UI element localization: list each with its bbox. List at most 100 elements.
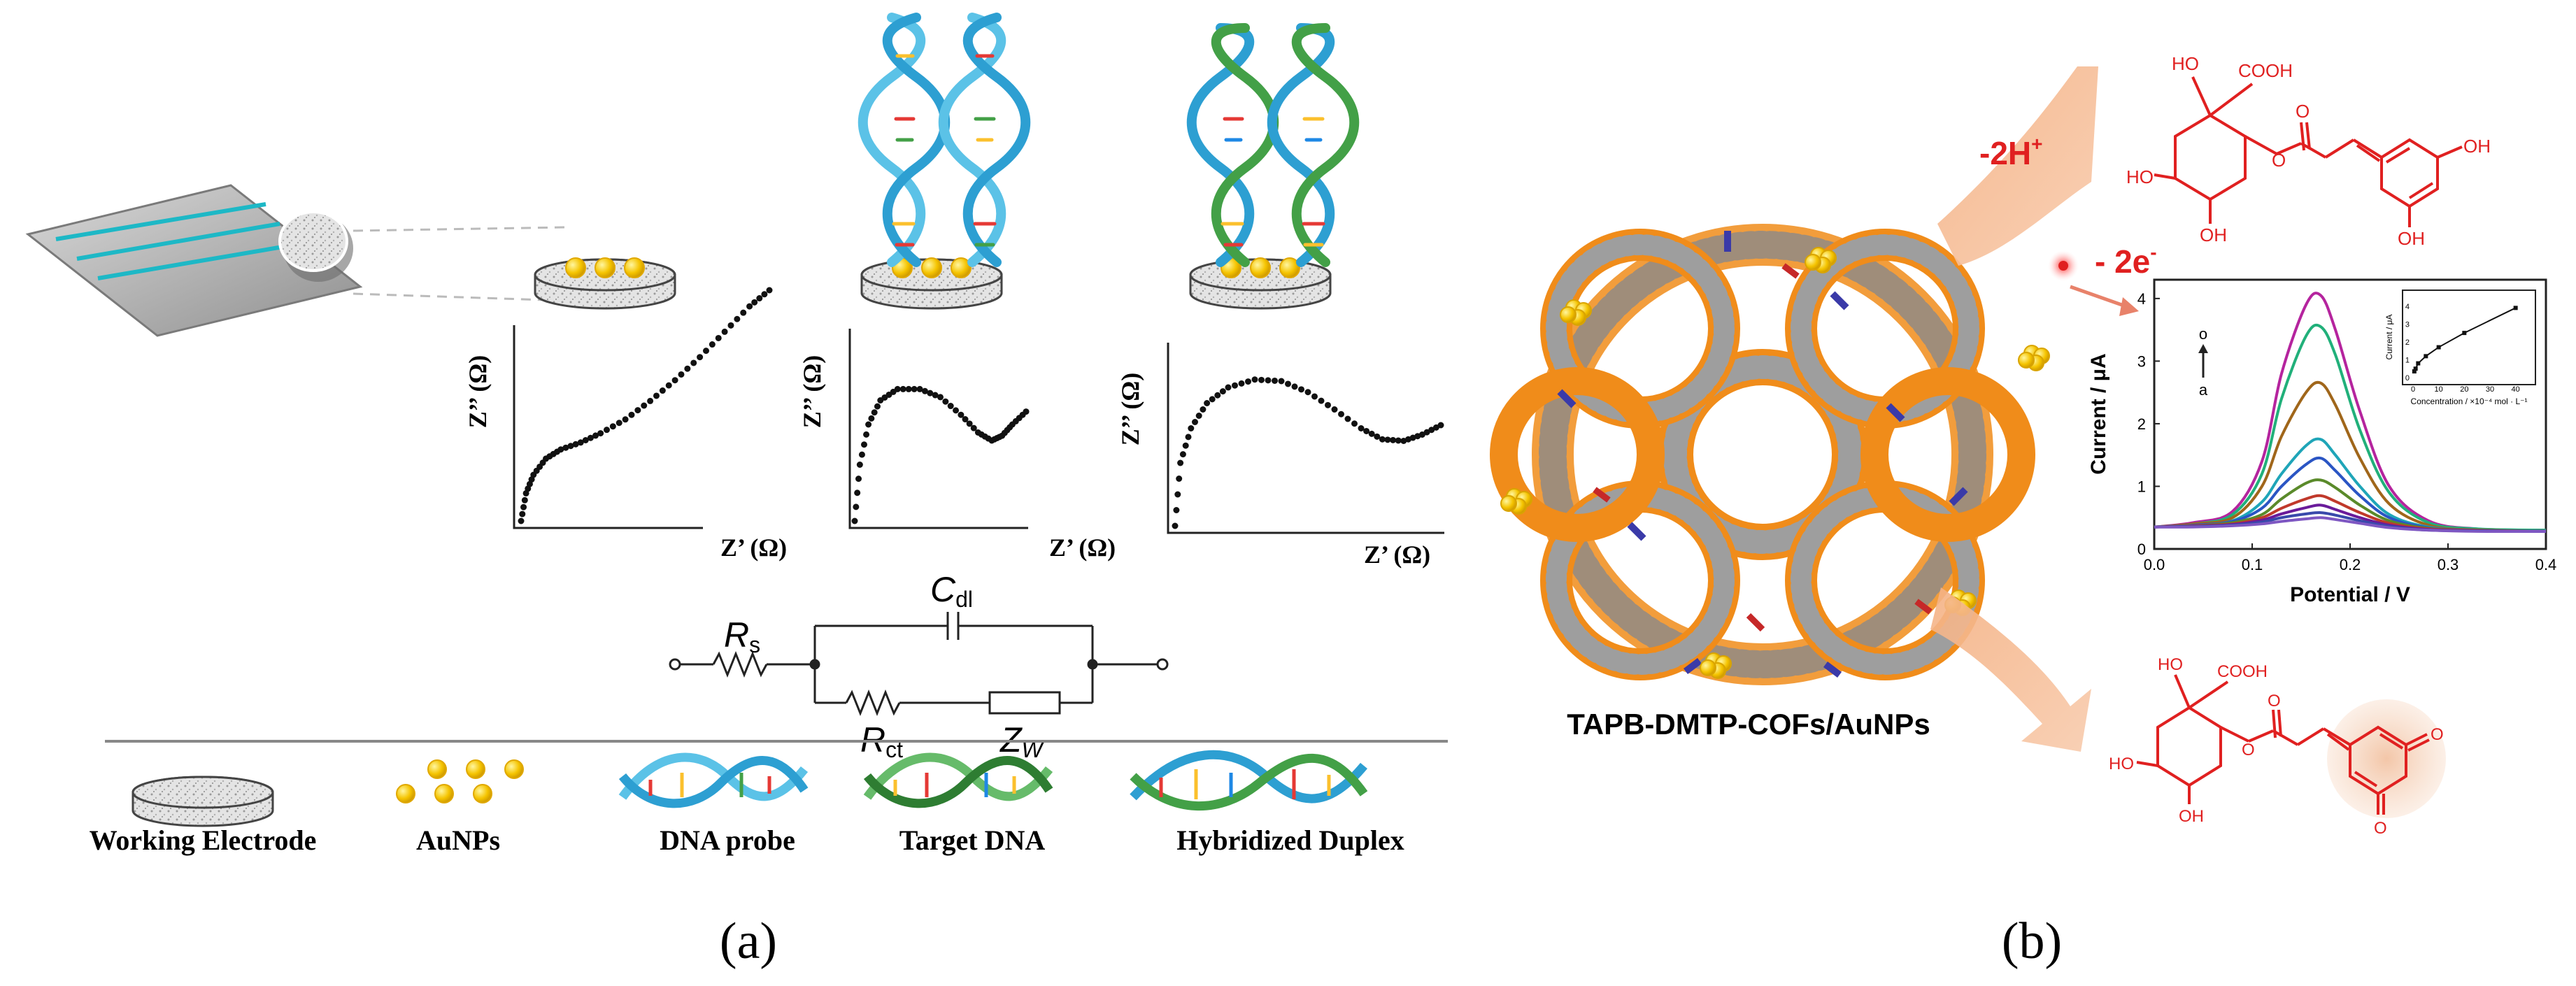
nyquist-2-points	[851, 385, 1030, 524]
legend-target-dna-icon	[863, 752, 1053, 808]
legend-working-electrode: Working Electrode	[90, 824, 317, 856]
nyquist-point	[715, 334, 722, 341]
circuit-labels: Rs Cdl Rct ZW	[724, 570, 1045, 762]
electron-arrow-head	[2119, 297, 2139, 316]
voltammogram-x-label: Potential / V	[2290, 583, 2410, 606]
nyquist-point	[871, 409, 878, 416]
nyquist-point	[1265, 377, 1272, 384]
nyquist-point	[1172, 522, 1179, 529]
nyquist-2-axes	[848, 329, 1028, 529]
nyquist-point	[1179, 451, 1186, 458]
nyquist-point	[1363, 427, 1370, 434]
inset-y-tick: 1	[2405, 356, 2410, 364]
cv-curve	[2154, 292, 2547, 532]
nyquist-point	[962, 416, 969, 423]
hybridized-strands	[1186, 23, 1360, 267]
nyquist-1-y-label: Z’’ (Ω)	[464, 355, 492, 428]
nyquist-point	[1272, 377, 1278, 384]
nyquist-point	[927, 390, 934, 396]
nyquist-point	[597, 430, 604, 437]
inset-y-tick: 3	[2405, 320, 2410, 329]
inset-point	[2416, 361, 2421, 366]
legend-hybridized-icon	[1130, 750, 1368, 811]
molecule-top-labels: HO COOH HO OH O O OH OH	[2126, 53, 2491, 249]
nyquist-point	[863, 431, 870, 438]
nyquist-point	[587, 434, 594, 441]
legend-aunps-icon	[396, 759, 524, 803]
nyquist-point	[1379, 436, 1386, 443]
nyquist-point	[1174, 491, 1181, 498]
panel-b: TAPB-DMTP-COFs/AuNPs -2H+ - 2e-	[1490, 53, 2557, 970]
inset-x-tick: 10	[2435, 385, 2443, 394]
inset-x-label: Concentration / ×10⁻⁴ mol · L⁻¹	[2411, 396, 2528, 406]
quinone-highlight	[2327, 699, 2446, 818]
nyquist-point	[622, 416, 629, 423]
nyquist-point	[911, 385, 918, 392]
nyquist-point	[966, 420, 973, 427]
mt-o-carb: O	[2296, 101, 2310, 122]
nyquist-point	[727, 322, 734, 329]
inset-y-label: Current / μA	[2384, 315, 2394, 360]
nyquist-point	[1311, 393, 1318, 400]
cv-curve	[2154, 516, 2547, 534]
inset-point	[2436, 345, 2441, 350]
mb-ho: HO	[2158, 655, 2183, 674]
nyquist-point	[970, 424, 977, 431]
nyquist-plot-1: Z’’ (Ω) Z’ (Ω)	[464, 287, 787, 562]
nyquist-point	[518, 517, 525, 524]
mb-oh2: OH	[2179, 807, 2204, 826]
nyquist-point	[1204, 400, 1211, 406]
nyquist-point	[1418, 431, 1425, 438]
nyquist-point	[603, 427, 610, 434]
nyquist-3-y-label: Z’’ (Ω)	[1116, 373, 1144, 445]
nyquist-point	[615, 420, 622, 427]
nyquist-point	[865, 421, 872, 428]
nyquist-point	[953, 407, 960, 414]
molecule-bottom-labels: HO COOH HO OH O O O O	[2109, 655, 2444, 838]
nyquist-point	[746, 303, 753, 310]
nyquist-point	[958, 411, 965, 418]
legend-dna-probe-icon	[618, 752, 809, 808]
nyquist-point	[562, 444, 569, 451]
mb-o-carb: O	[2268, 692, 2281, 710]
inset-point	[2462, 331, 2467, 336]
inset-frame	[2402, 290, 2536, 385]
nyquist-point	[1238, 380, 1245, 387]
x-tick-label: 0.4	[2535, 556, 2557, 573]
inset-point	[2412, 369, 2417, 374]
rs-label: Rs	[724, 615, 760, 657]
mt-o-ester: O	[2272, 150, 2286, 171]
nyquist-point	[860, 441, 867, 448]
nyquist-point	[1219, 388, 1226, 395]
nyquist-point	[856, 462, 863, 468]
nyquist-point	[519, 510, 526, 517]
caption-b: (b)	[2002, 913, 2062, 970]
nyquist-point	[1331, 406, 1338, 413]
mb-o2: O	[2374, 819, 2387, 838]
mb-oh1: HO	[2109, 755, 2134, 773]
nyquist-point	[609, 423, 616, 430]
legend: Working Electrode AuNPs DNA probe	[90, 750, 1404, 856]
nyquist-point	[678, 371, 685, 378]
mb-o1: O	[2431, 725, 2444, 744]
nyquist-point	[1258, 376, 1265, 383]
x-tick-label: 0.2	[2340, 556, 2361, 573]
inset-y-tick: 4	[2405, 303, 2410, 311]
mb-cooh: COOH	[2217, 662, 2268, 681]
nyquist-point	[521, 496, 528, 503]
nyquist-point	[947, 403, 954, 410]
nyquist-point	[697, 354, 704, 361]
y-tick-label: 3	[2137, 352, 2146, 370]
nyquist-point	[932, 392, 939, 399]
nyquist-point	[1432, 424, 1439, 431]
equivalent-circuit	[669, 612, 1169, 717]
nyquist-point	[1423, 429, 1430, 436]
nyquist-point	[659, 387, 666, 394]
mt-cooh: COOH	[2238, 60, 2293, 81]
nyquist-point	[634, 407, 641, 414]
cof-label: TAPB-DMTP-COFs/AuNPs	[1567, 708, 1930, 741]
nyquist-3-x-label: Z’ (Ω)	[1364, 541, 1430, 569]
nyquist-point	[1278, 378, 1285, 385]
voltammogram-arrow-top: o	[2199, 325, 2207, 343]
